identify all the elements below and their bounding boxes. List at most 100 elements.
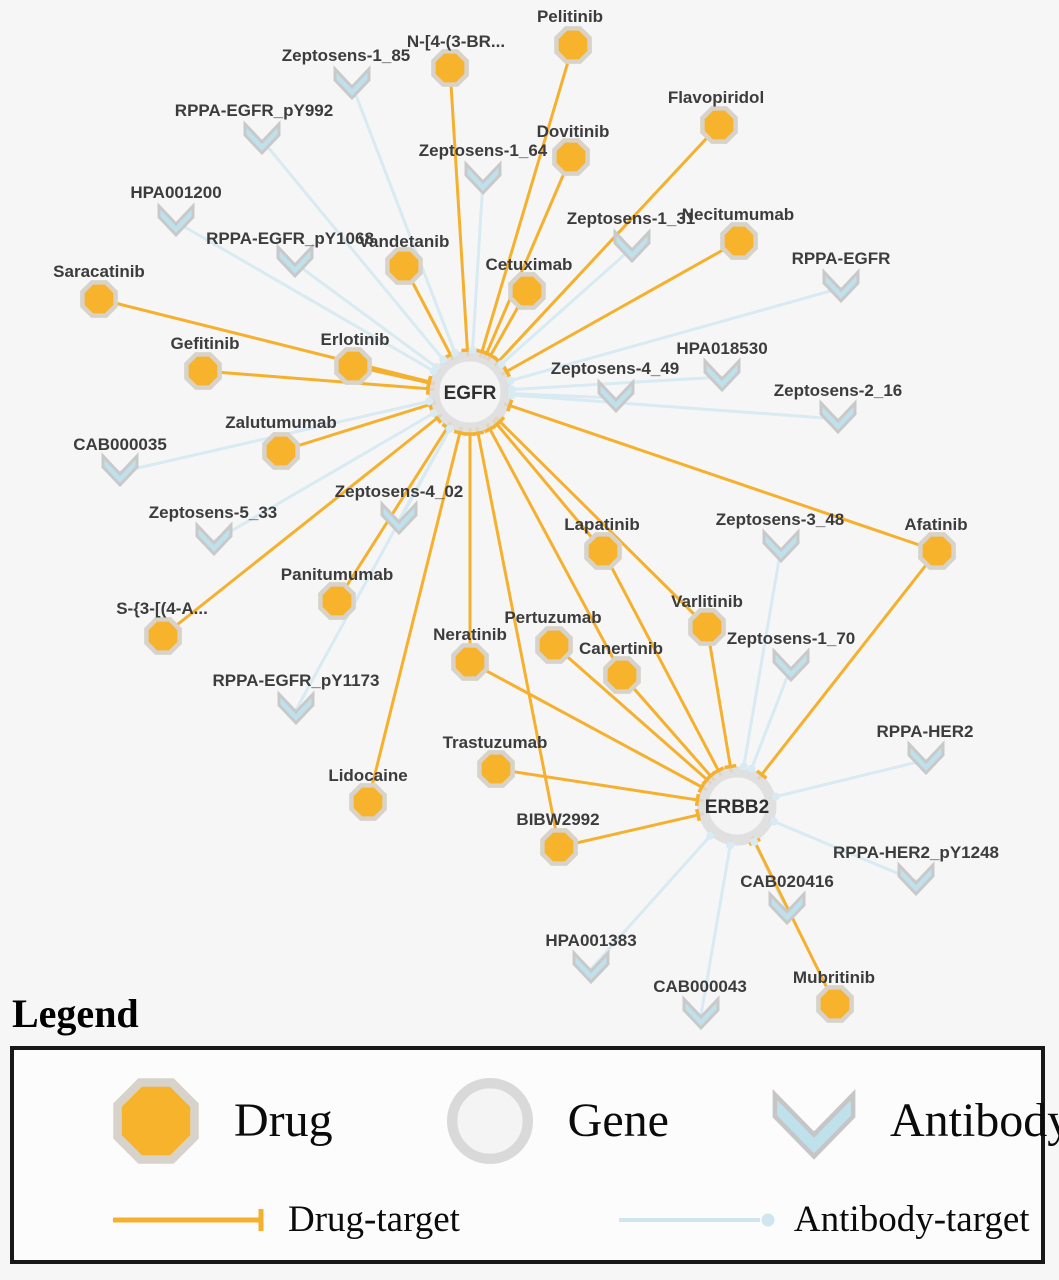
drug-node[interactable]	[318, 582, 356, 620]
antibody-node[interactable]	[276, 243, 314, 279]
drug-label: Pertuzumab	[504, 608, 601, 627]
antibody-edge-cap	[706, 831, 715, 840]
antibody-node[interactable]	[822, 268, 860, 304]
legend-box: Drug Gene Antibody Drug-ta	[10, 1046, 1059, 1264]
antibody-label: RPPA-EGFR	[792, 249, 891, 268]
gene-label: EGFR	[444, 383, 497, 404]
node-layer	[80, 26, 956, 1031]
drug-node[interactable]	[816, 985, 854, 1023]
drug-node[interactable]	[144, 617, 182, 655]
drug-edge-cap	[484, 350, 497, 360]
antibody-node[interactable]	[907, 740, 945, 776]
legend-item-drug: Drug	[104, 1069, 333, 1173]
drug-node[interactable]	[431, 49, 469, 87]
antibody-edge-cap	[432, 363, 441, 372]
legend-node-types-row: Drug Gene Antibody	[24, 1069, 1059, 1173]
antibody-node[interactable]	[195, 521, 233, 557]
antibody-target-edge-icon	[618, 1213, 775, 1227]
drug-node[interactable]	[80, 280, 118, 318]
drug-edge-cap	[694, 793, 701, 807]
legend-item-gene: Gene	[438, 1069, 669, 1173]
drug-edge-cap	[494, 416, 506, 428]
antibody-node[interactable]	[464, 160, 502, 196]
drug-target-edge	[162, 390, 471, 638]
drug-node[interactable]	[603, 656, 641, 694]
drug-label: Cetuximab	[486, 255, 573, 274]
gene-node-egfr[interactable]: EGFR	[428, 350, 512, 434]
antibody-edge-cap	[739, 762, 748, 771]
antibody-edge-cap	[425, 397, 434, 406]
antibody-node[interactable]	[597, 378, 635, 414]
antibody-node[interactable]	[101, 452, 139, 488]
antibody-node[interactable]	[277, 690, 315, 726]
gene-node-erbb2[interactable]: ERBB2	[697, 766, 777, 846]
antibody-label: HPA001200	[130, 183, 221, 202]
antibody-node[interactable]	[613, 228, 651, 264]
antibody-label: Zeptosens-2_16	[774, 381, 903, 400]
drug-node[interactable]	[184, 352, 222, 390]
drug-node[interactable]	[918, 532, 956, 570]
drug-node[interactable]	[552, 138, 590, 176]
legend-edge-types-row: Drug-target Antibody-target	[24, 1198, 1031, 1241]
antibody-edge-cap	[769, 817, 778, 826]
drug-node[interactable]	[385, 247, 423, 285]
drug-label: Canertinib	[579, 639, 663, 658]
antibody-node[interactable]	[682, 995, 720, 1031]
drug-target-edge	[468, 390, 709, 629]
antibody-node[interactable]	[380, 500, 418, 536]
antibody-node[interactable]	[157, 202, 195, 238]
drug-target-edge	[601, 550, 739, 807]
drug-label: Zalutumumab	[225, 413, 336, 432]
drug-octagon-icon	[113, 1078, 199, 1164]
drug-label: S-{3-[(4-A...	[116, 599, 208, 618]
antibody-label: HPA001383	[545, 931, 636, 950]
legend-item-antibody: Antibody	[764, 1069, 1059, 1173]
antibody-node[interactable]	[572, 949, 610, 985]
drug-edge-cap	[502, 365, 512, 378]
drug-label: Gefitinib	[171, 334, 240, 353]
drug-edge-cap	[694, 808, 702, 822]
antibody-node[interactable]	[772, 647, 810, 683]
gene-circle-icon	[446, 1077, 533, 1164]
drug-node[interactable]	[262, 432, 300, 470]
antibody-node[interactable]	[768, 890, 806, 926]
drug-node[interactable]	[700, 106, 738, 144]
drug-edge-cap	[483, 424, 496, 434]
drug-node[interactable]	[451, 643, 489, 681]
antibody-label: CAB020416	[740, 872, 834, 891]
drug-node[interactable]	[720, 222, 758, 260]
antibody-edge-cap	[771, 792, 780, 801]
antibody-label: Zeptosens-3_48	[716, 510, 845, 529]
drug-node[interactable]	[554, 26, 592, 64]
drug-node[interactable]	[334, 347, 372, 385]
drug-node[interactable]	[688, 608, 726, 646]
drug-node[interactable]	[349, 783, 387, 821]
drug-edge-cap	[755, 769, 768, 780]
antibody-node[interactable]	[762, 528, 800, 564]
antibody-edge-cap	[445, 424, 454, 433]
antibody-label: Zeptosens-4_02	[335, 482, 464, 501]
antibody-target-edge	[175, 220, 471, 394]
drug-node[interactable]	[584, 532, 622, 570]
drug-edge-cap	[471, 430, 485, 437]
drug-label: Vandetanib	[359, 232, 450, 251]
antibody-node[interactable]	[819, 399, 857, 435]
legend-title: Legend	[12, 991, 139, 1036]
antibody-node[interactable]	[703, 357, 741, 393]
antibody-label: RPPA-EGFR_pY1068	[206, 229, 374, 248]
antibody-node[interactable]	[897, 861, 935, 897]
drug-label: Varlitinib	[671, 592, 743, 611]
antibody-node[interactable]	[333, 65, 371, 101]
drug-node[interactable]	[535, 626, 573, 664]
antibody-chevron-icon	[772, 1088, 856, 1160]
drug-target-edge	[735, 550, 939, 807]
drug-target-edge	[469, 390, 938, 553]
drug-node[interactable]	[477, 750, 515, 788]
drug-target-edge	[98, 297, 471, 394]
drug-edge-cap	[506, 399, 514, 412]
antibody-node[interactable]	[243, 120, 281, 156]
drug-label: Mubritinib	[793, 968, 875, 987]
drug-node[interactable]	[540, 828, 578, 866]
drug-node[interactable]	[508, 272, 546, 310]
antibody-label: CAB000043	[653, 977, 747, 996]
